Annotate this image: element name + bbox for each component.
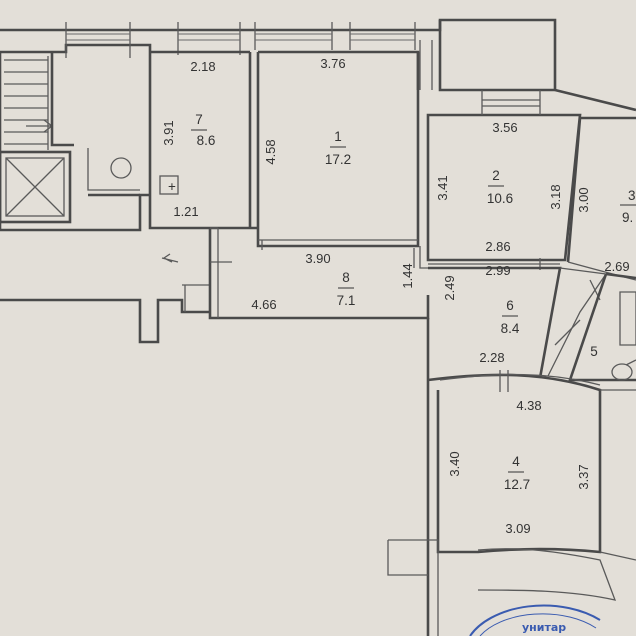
room-6-area: 8.4 xyxy=(501,321,520,336)
room-3-number: 3 xyxy=(628,188,636,203)
dim-r7-top: 2.18 xyxy=(190,59,215,74)
stamp: унитар xyxy=(469,604,601,636)
stairwell xyxy=(0,52,140,230)
dim-r8-right: 1.44 xyxy=(400,263,415,288)
dim-r2-right: 3.18 xyxy=(548,184,563,209)
room-6-number: 6 xyxy=(506,298,514,313)
stamp-text: унитар xyxy=(522,621,566,634)
dim-r4-bottom: 3.09 xyxy=(505,521,530,536)
room-4-area: 12.7 xyxy=(504,477,530,492)
room-1-area: 17.2 xyxy=(325,152,351,167)
dim-r4-right: 3.37 xyxy=(576,464,591,489)
corridor-walls xyxy=(0,193,210,344)
dim-r8-bottom: 4.66 xyxy=(251,297,276,312)
room-8 xyxy=(208,227,436,636)
room-3-area: 9. xyxy=(622,210,633,225)
room-8-area: 7.1 xyxy=(337,293,356,308)
dim-r6-right: 2.69 xyxy=(604,259,629,274)
room-7-number: 7 xyxy=(195,112,203,127)
dim-r6-left: 2.49 xyxy=(442,275,457,300)
dim-r8-top: 3.90 xyxy=(305,251,330,266)
room-7-area: 8.6 xyxy=(197,133,216,148)
room-1 xyxy=(256,52,420,250)
dim-r2-top: 3.56 xyxy=(492,120,517,135)
svg-text:+: + xyxy=(168,179,176,194)
dim-r4-top: 4.38 xyxy=(516,398,541,413)
dim-r3-side: 3.00 xyxy=(576,187,591,212)
room-7: + xyxy=(148,52,258,230)
dim-r1-side: 4.58 xyxy=(263,139,278,164)
room-2-area: 10.6 xyxy=(487,191,513,206)
entrance-arrow-icon xyxy=(161,253,179,263)
dim-r4-left: 3.40 xyxy=(447,451,462,476)
dim-r6-bottom: 2.28 xyxy=(479,350,504,365)
dim-r2-bottom: 2.86 xyxy=(485,239,510,254)
room-2-number: 2 xyxy=(492,168,500,183)
dim-r6-top: 2.99 xyxy=(485,263,510,278)
room-4-number: 4 xyxy=(512,454,520,469)
room-6 xyxy=(428,266,608,379)
dim-r7-bottom: 1.21 xyxy=(173,204,198,219)
room-8-number: 8 xyxy=(342,270,350,285)
dim-r7-side: 3.91 xyxy=(161,120,176,145)
room-5 xyxy=(568,272,636,382)
dim-r1-top: 3.76 xyxy=(320,56,345,71)
room-1-number: 1 xyxy=(334,129,342,144)
room-5-number: 5 xyxy=(590,344,598,359)
dim-r2-left: 3.41 xyxy=(435,175,450,200)
room-4 xyxy=(387,370,636,636)
